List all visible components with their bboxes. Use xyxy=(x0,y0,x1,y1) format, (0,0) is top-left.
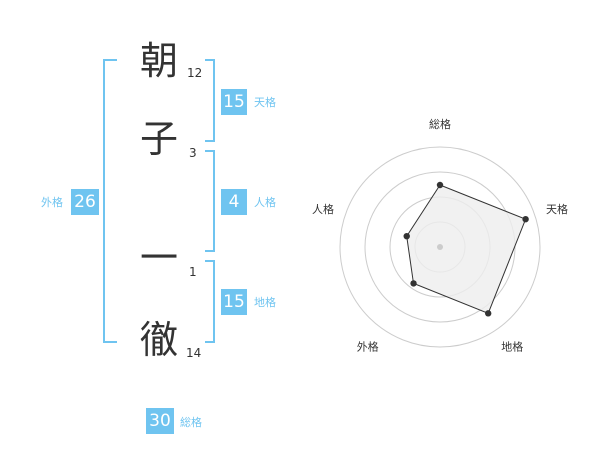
radar-axis-label-1: 天格 xyxy=(546,202,568,216)
gaikaku-bracket xyxy=(103,59,117,343)
name-char-1: 朝 xyxy=(140,39,179,83)
radar-axis-label-0: 総格 xyxy=(429,117,451,131)
jinkaku-label: 人格 xyxy=(254,196,276,209)
radar-axis-label-2: 地格 xyxy=(501,340,523,354)
tenkaku-bracket xyxy=(205,59,215,142)
name-char-4: 徹 xyxy=(140,318,179,362)
name-char-2: 子 xyxy=(140,117,179,161)
radar-ring xyxy=(339,146,541,348)
stroke-count-3: 1 xyxy=(189,265,197,279)
stroke-count-4: 14 xyxy=(186,346,202,360)
jinkaku-value: 4 xyxy=(221,189,247,215)
name-char-3: 一 xyxy=(140,236,179,280)
chikaku-bracket xyxy=(205,260,215,343)
gaikaku-value: 26 xyxy=(71,189,99,215)
radar-axis-label-4: 人格 xyxy=(312,202,334,216)
jinkaku-bracket xyxy=(205,150,215,252)
gaikaku-label: 外格 xyxy=(41,196,63,209)
soukaku-value: 30 xyxy=(146,408,174,434)
tenkaku-label: 天格 xyxy=(254,96,276,109)
stroke-count-1: 12 xyxy=(187,66,203,80)
chikaku-value: 15 xyxy=(221,289,247,315)
radar-point-0 xyxy=(436,181,444,189)
radar-center-point xyxy=(437,244,443,250)
radar-point-4 xyxy=(403,232,410,240)
radar-point-1 xyxy=(522,215,529,223)
soukaku-label: 総格 xyxy=(180,416,202,429)
chikaku-label: 地格 xyxy=(254,296,276,309)
radar-point-3 xyxy=(410,280,417,287)
radar-polygon xyxy=(406,184,527,314)
radar-point-2 xyxy=(484,310,492,317)
tenkaku-value: 15 xyxy=(221,89,247,115)
stroke-count-2: 3 xyxy=(189,146,197,160)
radar-axis-label-3: 外格 xyxy=(357,340,379,354)
